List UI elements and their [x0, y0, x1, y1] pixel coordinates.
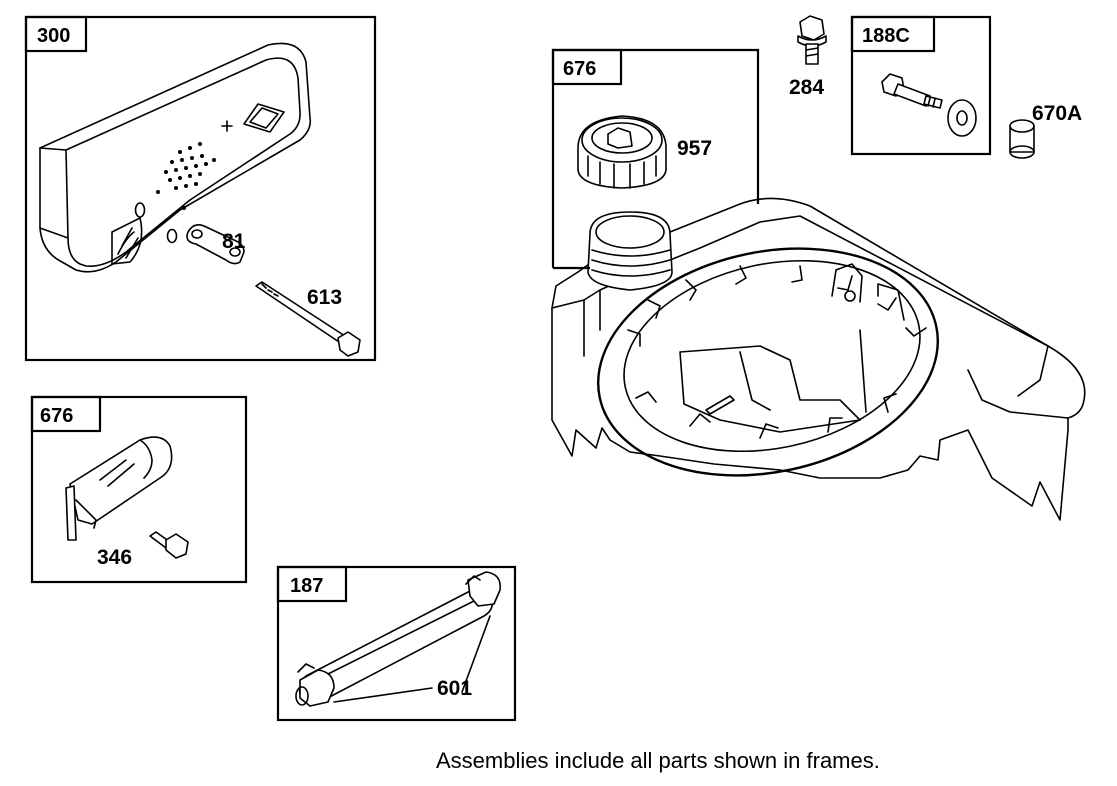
spacer-part — [1009, 119, 1035, 159]
washer-part — [947, 99, 977, 137]
fuel-tank-frame-tag: 676 — [563, 58, 596, 80]
screw-kit-frame-tag: 188C — [862, 25, 910, 47]
guard-frame-tag: 676 — [40, 405, 73, 427]
muffler-frame-tag: 300 — [37, 25, 70, 47]
guard-screw-part — [149, 531, 189, 559]
muffler-screw-part — [255, 281, 361, 357]
muffler-guard-part — [65, 436, 173, 541]
lock-plate-callout: 81 — [222, 230, 246, 253]
fuel-cap-part — [577, 115, 667, 189]
muffler-guard-frame[interactable]: 676 — [30, 395, 248, 584]
fuel-line-part — [295, 571, 502, 707]
fuel-cap-callout: 957 — [677, 137, 712, 160]
screw-kit-frame[interactable]: 188C — [850, 15, 992, 156]
tank-screw-callout: 284 — [789, 76, 824, 99]
spacer-callout: 670A — [1032, 102, 1082, 125]
fuel-line-frame-tag: 187 — [290, 575, 323, 597]
clamp-leader-lines — [333, 615, 491, 703]
shoulder-screw-part — [881, 73, 943, 109]
muffler-body — [39, 42, 312, 273]
guard-screw-callout: 346 — [97, 546, 132, 569]
fuel-tank-part — [551, 197, 1086, 521]
tank-screw-part — [797, 15, 827, 65]
clamp-callout: 601 — [437, 677, 472, 700]
fuel-pump-icon — [607, 127, 633, 149]
muffler-assembly-frame[interactable]: 300 — [24, 15, 377, 362]
assemblies-note: Assemblies include all parts shown in fr… — [436, 748, 880, 773]
lock-plate-part — [186, 224, 245, 265]
hot-surface-warning-icon — [111, 217, 143, 265]
muffler-screw-callout: 613 — [307, 286, 342, 309]
fuel-line-frame[interactable]: 187 — [276, 565, 517, 722]
fuel-tank-frame[interactable]: 676 — [551, 48, 760, 270]
